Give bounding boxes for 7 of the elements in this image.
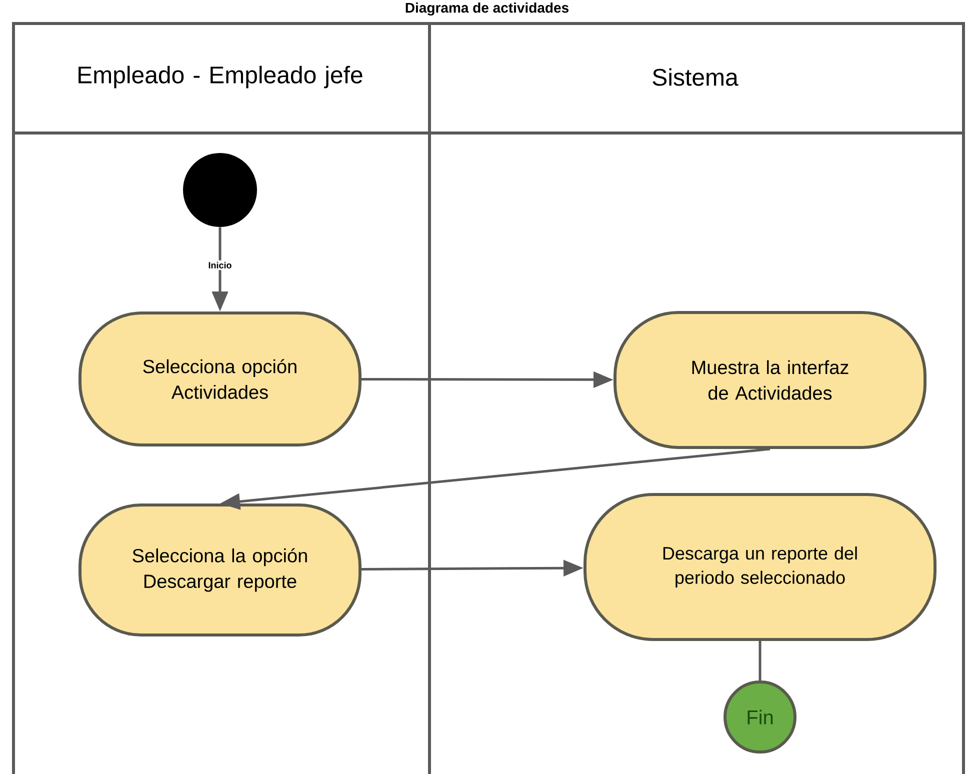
activity-box: Selecciona opción Actividades [78, 312, 362, 446]
activity-box: Muestra la interfaz de Actividades [614, 311, 926, 449]
start-circle [183, 153, 257, 227]
activity-box: Descarga un reporte del periodo seleccionado [584, 493, 936, 641]
diagram-title: Diagrama de actividades [406, 2, 568, 16]
activity-box: Selecciona la opción Descargar reporte [78, 504, 362, 636]
edge-label: Inicio [206, 260, 234, 270]
